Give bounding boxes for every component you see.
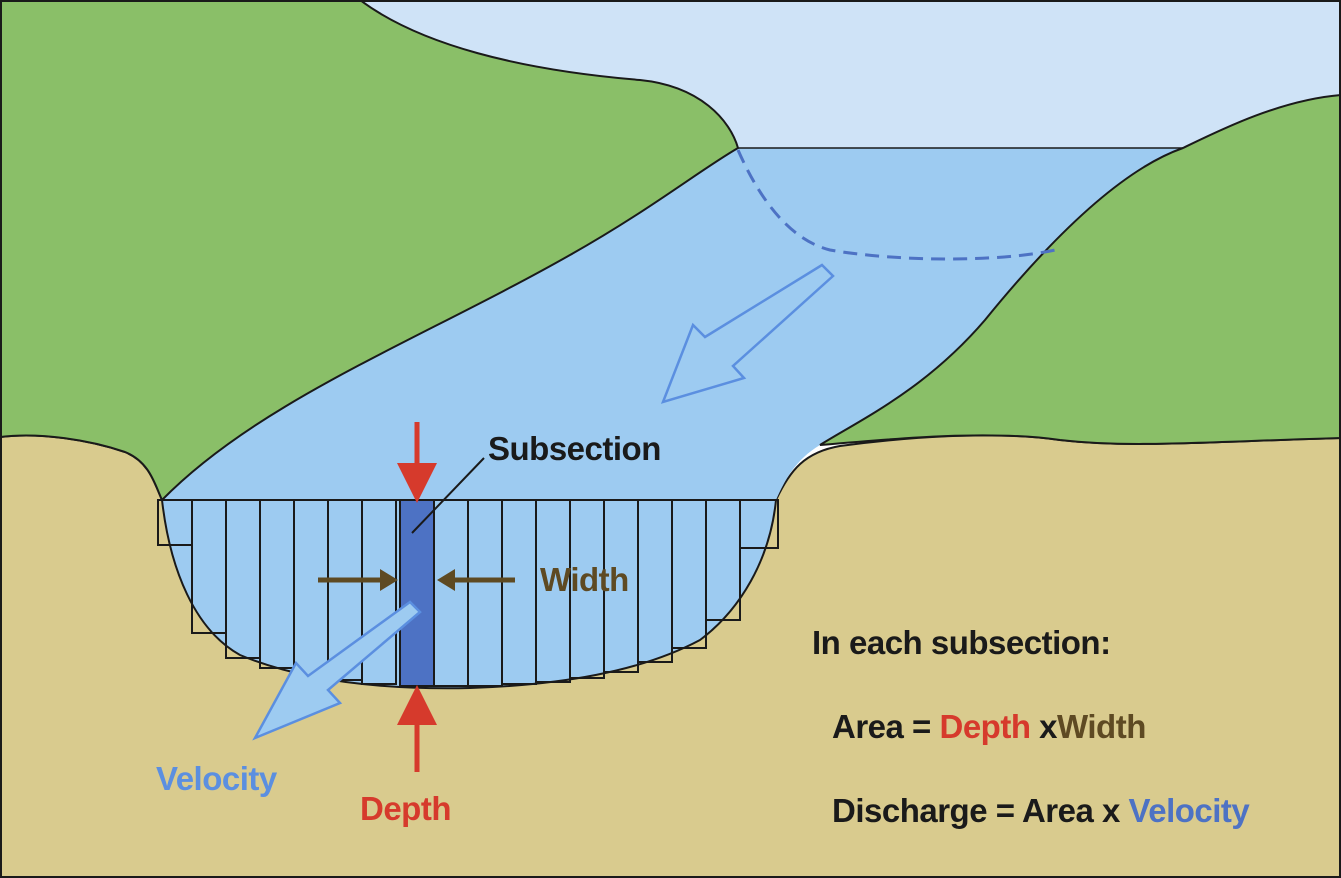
velocity-label: Velocity	[156, 760, 277, 797]
subsection-label: Subsection	[488, 430, 661, 467]
discharge-formula: Discharge = Area x Velocity	[832, 792, 1250, 829]
area-formula-width: Width	[1057, 708, 1146, 745]
highlighted-subsection	[399, 499, 435, 687]
velocity-arrow	[252, 600, 422, 741]
left-hill	[0, 0, 740, 502]
discharge-formula-velocity: Velocity	[1128, 792, 1250, 829]
width-arrow-left	[318, 569, 398, 591]
width-label: Width	[540, 561, 629, 598]
river-surface	[162, 148, 1183, 500]
discharge-formula-lhs: Discharge = Area x	[832, 792, 1120, 829]
width-arrow-right	[437, 569, 515, 591]
depth-label: Depth	[360, 790, 452, 827]
area-formula-depth: Depth	[939, 708, 1032, 745]
subsection-leader-line	[411, 457, 485, 534]
area-formula-op: x	[1039, 708, 1058, 745]
area-formula-lhs: Area =	[832, 708, 931, 745]
upstream-section-dashed	[736, 149, 1056, 261]
right-hill	[819, 93, 1341, 446]
info-heading: In each subsection:	[812, 624, 1111, 661]
area-formula: Area = Depth xWidth	[832, 710, 1146, 743]
flow-direction-arrow	[660, 263, 835, 404]
subsection-strips	[157, 499, 779, 687]
